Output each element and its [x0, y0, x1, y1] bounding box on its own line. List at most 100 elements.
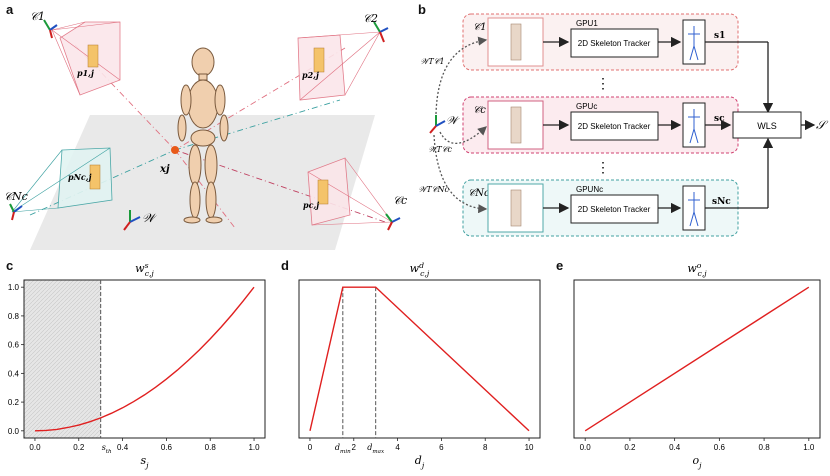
- x-tick-label: 0.0: [580, 443, 592, 452]
- x-tick-label: 1.0: [803, 443, 815, 452]
- transform-arrows: [433, 36, 488, 214]
- x-tick-label: 8: [483, 443, 488, 452]
- person-thumbnail-icon: [510, 189, 522, 227]
- x-tick-label: 0.4: [669, 443, 681, 452]
- wls-box: [732, 111, 802, 139]
- shaded-region: [24, 280, 101, 438]
- result-label: 𝒮: [816, 118, 829, 132]
- panel-label-b: b: [418, 2, 426, 17]
- gpu-label-c: GPUc: [576, 102, 597, 111]
- tracker-label-1: 2D Skeleton Tracker: [578, 39, 651, 48]
- floor-plane: [30, 115, 375, 250]
- tracker-label-nc: 2D Skeleton Tracker: [578, 205, 651, 214]
- series-line: [309, 286, 530, 432]
- y-tick-label: 0.4: [8, 369, 20, 378]
- x-tick-label: 4: [395, 443, 400, 452]
- x-tick-label: 1.0: [248, 443, 260, 452]
- row-camera-label-c: 𝒞c: [473, 105, 486, 116]
- tracked-point: [171, 146, 179, 154]
- special-tick-label: dmax: [367, 443, 385, 455]
- x-tick-label: 2: [352, 443, 357, 452]
- projection-label-1: p1,j: [77, 68, 94, 78]
- world-axes-icon: [429, 115, 446, 134]
- camera-label-nc: 𝒞Nc: [4, 190, 28, 203]
- x-axis-label: oj: [692, 454, 702, 470]
- output-label-c: sc: [714, 114, 725, 124]
- person-thumbnail-icon: [510, 106, 522, 144]
- skeleton-tracker-box-c: [570, 111, 659, 141]
- skeleton-tracker-box-1: [570, 28, 659, 58]
- transform-label-1: 𝒲T𝒞1: [420, 57, 445, 66]
- point-label: 𝒙j: [159, 164, 170, 175]
- y-tick-label: 0.2: [8, 398, 20, 407]
- projection-label-nc: pNc,j: [68, 172, 92, 182]
- x-axis-label: sj: [140, 454, 149, 470]
- series-line: [584, 286, 810, 432]
- x-tick-label: 0.8: [205, 443, 217, 452]
- panel-label-c: c: [6, 258, 14, 273]
- x-tick-label: 0.4: [117, 443, 129, 452]
- pipeline-diagram: 𝒞1 GPU1 2D Skeleton Tracker s1 𝒞c GPUc 2…: [418, 13, 829, 237]
- gpu-label-nc: GPUNc: [576, 185, 603, 194]
- camera-axes-icon: [9, 19, 401, 231]
- camera-frustum-1: [51, 21, 121, 96]
- skeleton-icon: [688, 26, 700, 61]
- y-tick-label: 0.6: [8, 341, 20, 350]
- gpu-label-1: GPU1: [576, 19, 598, 28]
- projection-label-c: pc,j: [303, 200, 319, 210]
- transform-label-c: 𝒲T𝒞c: [428, 145, 453, 154]
- y-tick-label: 0.8: [8, 312, 20, 321]
- row-camera-label-1: 𝒞1: [473, 22, 487, 33]
- camera-frustum-2: [297, 31, 381, 101]
- x-tick-label: 0.6: [714, 443, 726, 452]
- x-tick-label: 6: [439, 443, 444, 452]
- x-tick-label: 0.2: [73, 443, 85, 452]
- x-tick-label: 0.0: [29, 443, 41, 452]
- x-axis-label: dj: [415, 454, 425, 470]
- pipeline-world-label: 𝒲: [446, 114, 460, 127]
- transform-label-nc: 𝒲T𝒞Nc: [418, 185, 450, 194]
- world-label: 𝒲: [142, 211, 158, 225]
- row-ellipsis-2: ⋮: [596, 160, 610, 176]
- world-axes-icon: [123, 210, 141, 231]
- camera-label-1: 𝒞1: [30, 10, 45, 23]
- projection-label-2: p2,j: [302, 70, 319, 80]
- skeleton-icon: [688, 192, 700, 227]
- x-tick-label: 0.2: [624, 443, 636, 452]
- camera-frustum-nc: [11, 147, 113, 213]
- special-tick-label: dmin: [335, 443, 351, 455]
- person-thumbnail-icon: [510, 23, 522, 61]
- threshold-label: sth: [102, 443, 112, 455]
- x-tick-label: 0.6: [161, 443, 173, 452]
- row-ellipsis-1: ⋮: [596, 76, 610, 92]
- mannequin-figure: [177, 47, 229, 224]
- camera-frustum-c: [307, 157, 393, 226]
- x-tick-label: 0.8: [759, 443, 771, 452]
- output-label-nc: sNc: [712, 197, 731, 207]
- plot-frame: [298, 279, 541, 439]
- wls-label: WLS: [757, 121, 777, 131]
- y-tick-label: 1.0: [8, 283, 20, 292]
- plot-frame: [573, 279, 821, 439]
- skeleton-tracker-box-nc: [570, 194, 659, 224]
- row-camera-label-nc: 𝒞Nc: [468, 188, 490, 199]
- scene-illustration: 𝒞1 𝒞2 𝒞Nc 𝒞c p1,j p2,j pNc,j pc,j 𝒙j 𝒲: [4, 10, 407, 250]
- panel-label-a: a: [6, 2, 14, 17]
- x-tick-label: 0: [308, 443, 313, 452]
- panel-label-d: d: [281, 258, 289, 273]
- tracker-label-c: 2D Skeleton Tracker: [578, 122, 651, 131]
- y-tick-label: 0.0: [8, 427, 20, 436]
- camera-label-2: 𝒞2: [363, 12, 378, 25]
- x-tick-label: 10: [525, 443, 534, 452]
- camera-label-c: 𝒞c: [393, 194, 407, 207]
- plot-frame: [23, 279, 266, 439]
- panel-label-e: e: [556, 258, 564, 273]
- output-label-1: s1: [714, 31, 725, 41]
- skeleton-icon: [688, 109, 700, 144]
